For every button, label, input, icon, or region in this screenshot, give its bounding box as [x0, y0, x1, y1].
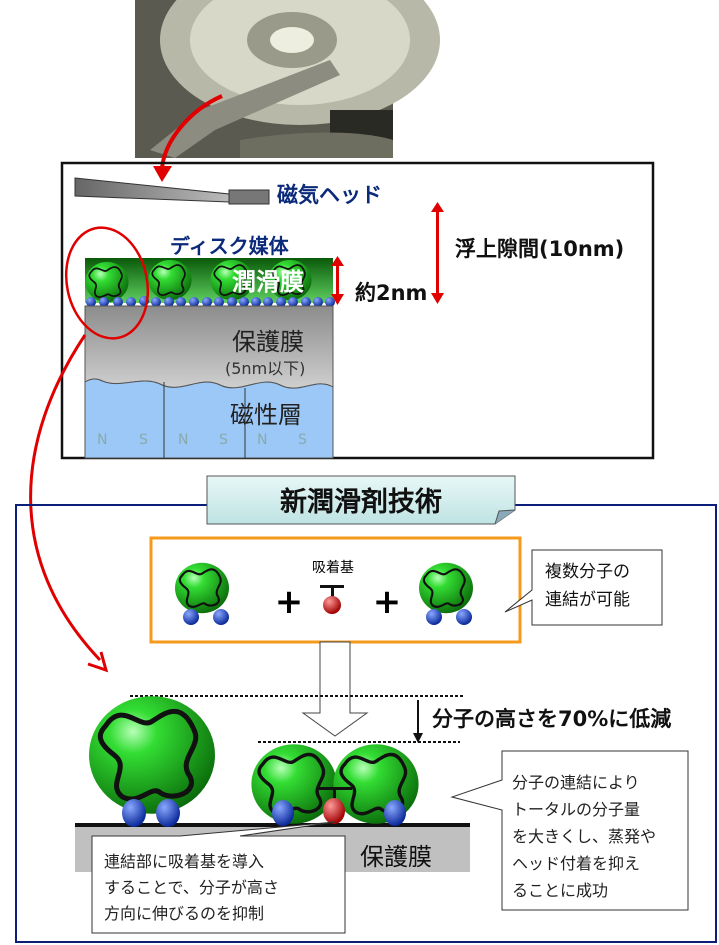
callout-left-text: 連結部に吸着基を導入 することで、分子が高さ 方向に伸びるのを抑制 [104, 852, 284, 923]
lubricant-thickness-arrow [331, 256, 344, 305]
callout-left [91, 821, 346, 934]
protective-thickness-note: (5nm以下) [225, 359, 305, 378]
zoom-circle [64, 226, 150, 340]
svg-text:S: S [298, 432, 307, 448]
height-reduction-label: 分子の高さを70%に低減 [432, 707, 671, 731]
svg-text:S: S [139, 432, 148, 448]
callout-right [450, 750, 689, 911]
callout-linking [504, 549, 663, 626]
magnetic-head-label: 磁気ヘッド [277, 183, 382, 207]
hard-disk-photo [135, 0, 440, 158]
flying-gap-arrow [431, 202, 444, 304]
disk-structure-panel [60, 161, 655, 460]
adsorption-group-icon [320, 585, 344, 614]
protective-layer-label: 保護膜 [232, 328, 304, 356]
down-arrow [301, 641, 369, 737]
lubricant-thickness-label: 約2nm [355, 281, 427, 305]
conventional-molecule [89, 696, 215, 827]
linked-molecules [249, 742, 421, 826]
magnetic-head-shape [74, 177, 230, 203]
lubricant-layer-label: 潤滑膜 [232, 268, 304, 296]
disk-media-label: ディスク媒体 [170, 234, 290, 258]
adsorption-group-label: 吸着基 [312, 559, 354, 576]
callout-linking-text: 複数分子の 連結が可能 [545, 562, 635, 610]
title-banner-text: 新潤滑剤技術 [280, 486, 442, 518]
arrow-head-icon [153, 166, 172, 182]
callout-right-text: 分子の連結により トータルの分子量 を大きくし、蒸発や ヘッド付着を抑え ること… [512, 773, 661, 900]
magnetic-layer-label: 磁性層 [230, 401, 302, 429]
zoom-pointer-arrow [29, 334, 102, 662]
svg-text:N: N [97, 432, 107, 448]
svg-text:S: S [219, 432, 228, 448]
svg-text:N: N [257, 432, 267, 448]
protective-film-label: 保護膜 [360, 843, 432, 871]
plus-sign: + [373, 582, 402, 622]
flying-gap-label: 浮上隙間(10nm) [455, 237, 624, 261]
pointer-arrow [160, 94, 223, 169]
svg-text:N: N [178, 432, 188, 448]
plus-sign: + [275, 582, 304, 622]
